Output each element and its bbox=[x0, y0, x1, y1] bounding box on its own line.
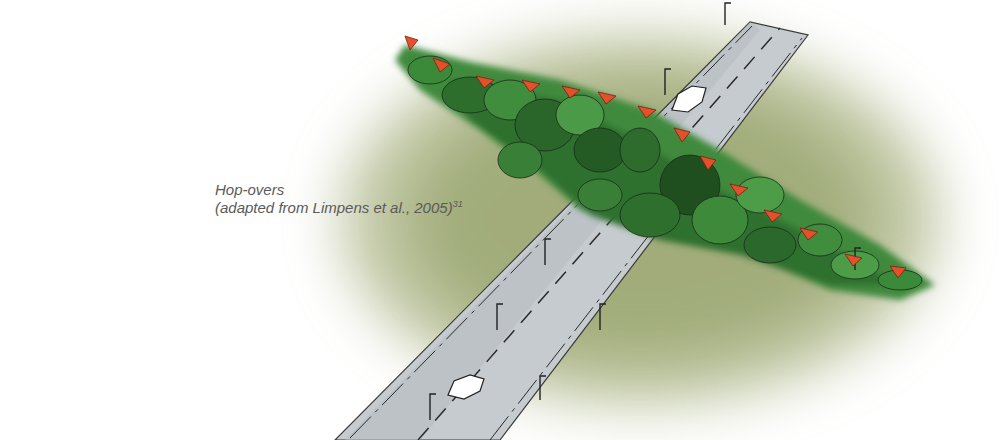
tree-canopy bbox=[408, 56, 922, 290]
car bbox=[448, 86, 706, 399]
lamp-post bbox=[430, 3, 861, 420]
caption-title: Hop-overs bbox=[215, 181, 284, 198]
marker-flag bbox=[405, 36, 906, 278]
reference-number: 31 bbox=[453, 199, 463, 209]
caption-line: Hop-overs bbox=[215, 181, 284, 199]
hedge-band bbox=[395, 45, 935, 300]
lane-marking bbox=[418, 28, 780, 440]
caption-line: (adapted from Limpens et al., 2005)31 bbox=[215, 199, 463, 217]
caption-source: (adapted from Limpens et al., 2005) bbox=[215, 199, 453, 216]
